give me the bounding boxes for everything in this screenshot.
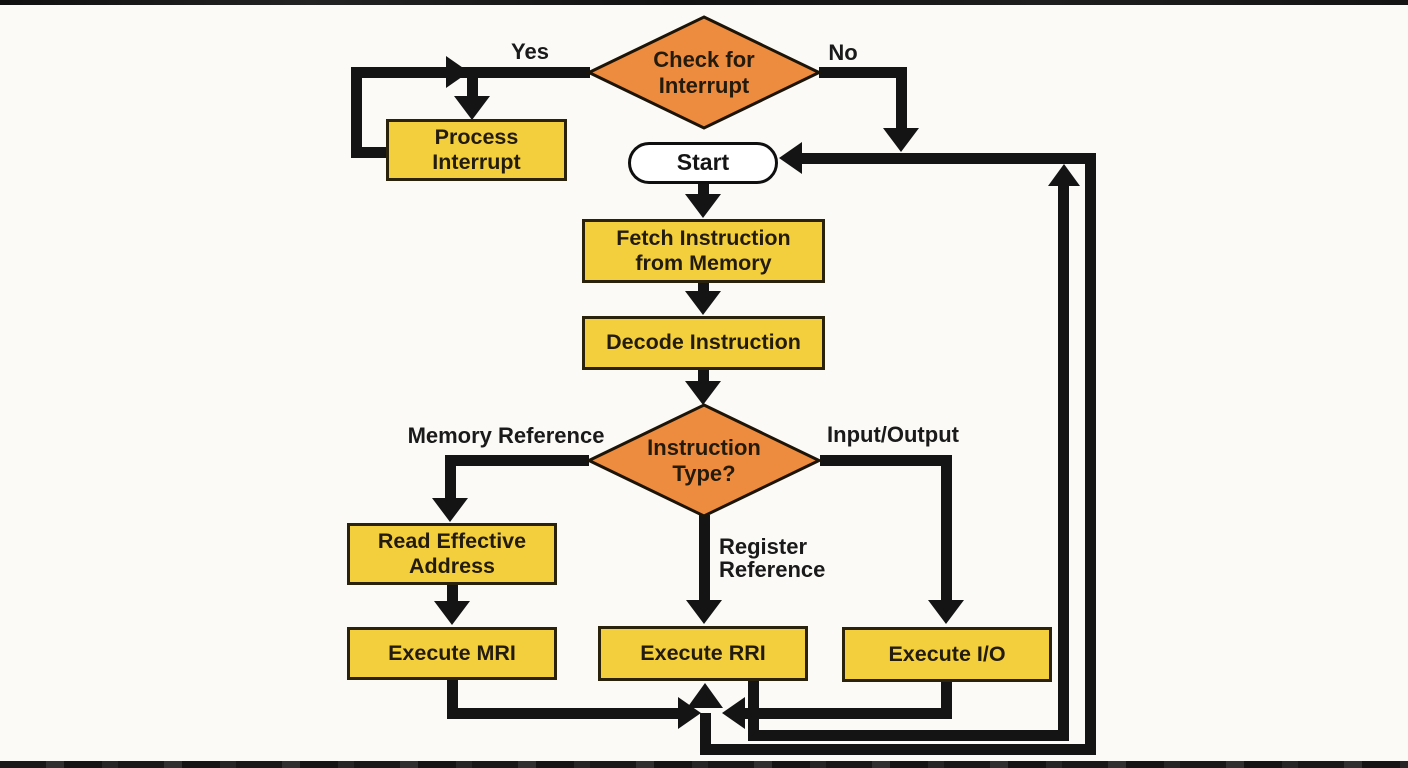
connector-return-to-start xyxy=(800,153,1096,164)
connector-loop-bottom-horizontal xyxy=(351,147,391,158)
connector-loop-left-vertical xyxy=(351,67,362,158)
connector-no-horizontal xyxy=(819,67,907,78)
arrowhead-into-process-interrupt xyxy=(454,96,490,120)
edge-label-register-reference: Register Reference xyxy=(719,534,826,582)
arrowhead-into-read-effective-address xyxy=(432,498,468,522)
connector-junction-down-vertical xyxy=(700,713,711,755)
edge-label-no: No xyxy=(828,40,858,65)
connector-outer-right-vertical xyxy=(1085,153,1096,755)
connector-fetch-to-decode xyxy=(698,283,709,293)
instruction-type-label: Instruction Type? xyxy=(647,435,761,486)
decision-instruction-type: Instruction Type? xyxy=(586,402,822,519)
connector-io-horizontal xyxy=(820,455,952,466)
top-border-strip xyxy=(0,0,1408,5)
connector-yes-vertical xyxy=(467,70,478,102)
terminator-start: Start xyxy=(628,142,778,184)
connector-io-out-vertical xyxy=(941,682,952,719)
connector-start-to-fetch xyxy=(698,184,709,196)
connector-rea-to-mri xyxy=(447,585,458,603)
process-box-execute-rri: Execute RRI xyxy=(598,626,808,681)
connector-inner-bottom-horizontal xyxy=(748,730,1069,741)
edge-label-yes: Yes xyxy=(511,39,549,64)
connector-memref-vertical xyxy=(445,455,456,500)
connector-outer-bottom-horizontal xyxy=(700,744,1096,755)
connector-io-out-horizontal xyxy=(744,708,952,719)
arrowhead-inner-loop-up xyxy=(1048,164,1080,186)
process-box-fetch-instruction: Fetch Instruction from Memory xyxy=(582,219,825,283)
arrowhead-junction-up-into-rri xyxy=(687,683,723,708)
arrowhead-loop-into-junction xyxy=(446,56,469,88)
arrowhead-into-execute-mri xyxy=(434,601,470,625)
instruction-type-diamond-shape xyxy=(586,403,822,518)
arrowhead-into-fetch xyxy=(685,194,721,218)
check-interrupt-label: Check for Interrupt xyxy=(653,47,755,98)
connector-mri-out-horizontal xyxy=(447,708,680,719)
connector-io-vertical xyxy=(941,455,952,602)
arrowhead-io-into-junction xyxy=(722,697,745,729)
arrowhead-into-instruction-type xyxy=(685,381,721,405)
connector-inner-right-vertical xyxy=(1058,185,1069,741)
bottom-border-strip xyxy=(0,761,1408,768)
connector-no-vertical xyxy=(896,67,907,130)
decision-check-interrupt: Check for Interrupt xyxy=(586,14,822,131)
process-box-execute-mri: Execute MRI xyxy=(347,627,557,680)
process-box-decode-instruction: Decode Instruction xyxy=(582,316,825,370)
arrowhead-into-execute-rri xyxy=(686,600,722,624)
check-interrupt-diamond-shape xyxy=(586,15,822,130)
process-box-execute-io: Execute I/O xyxy=(842,627,1052,682)
process-box-read-effective-address: Read Effective Address xyxy=(347,523,557,585)
connector-memref-horizontal xyxy=(450,455,589,466)
connector-decode-to-type xyxy=(698,370,709,382)
arrowhead-into-execute-io xyxy=(928,600,964,624)
process-box-process-interrupt: Process Interrupt xyxy=(386,119,567,181)
arrowhead-into-start xyxy=(779,142,802,174)
edge-label-memory-reference: Memory Reference xyxy=(407,423,605,448)
arrowhead-into-decode xyxy=(685,291,721,315)
edge-label-input-output: Input/Output xyxy=(827,422,959,447)
arrowhead-no-into-return-line xyxy=(883,128,919,152)
connector-regref-vertical xyxy=(699,515,710,600)
connector-mri-out-vertical xyxy=(447,680,458,719)
